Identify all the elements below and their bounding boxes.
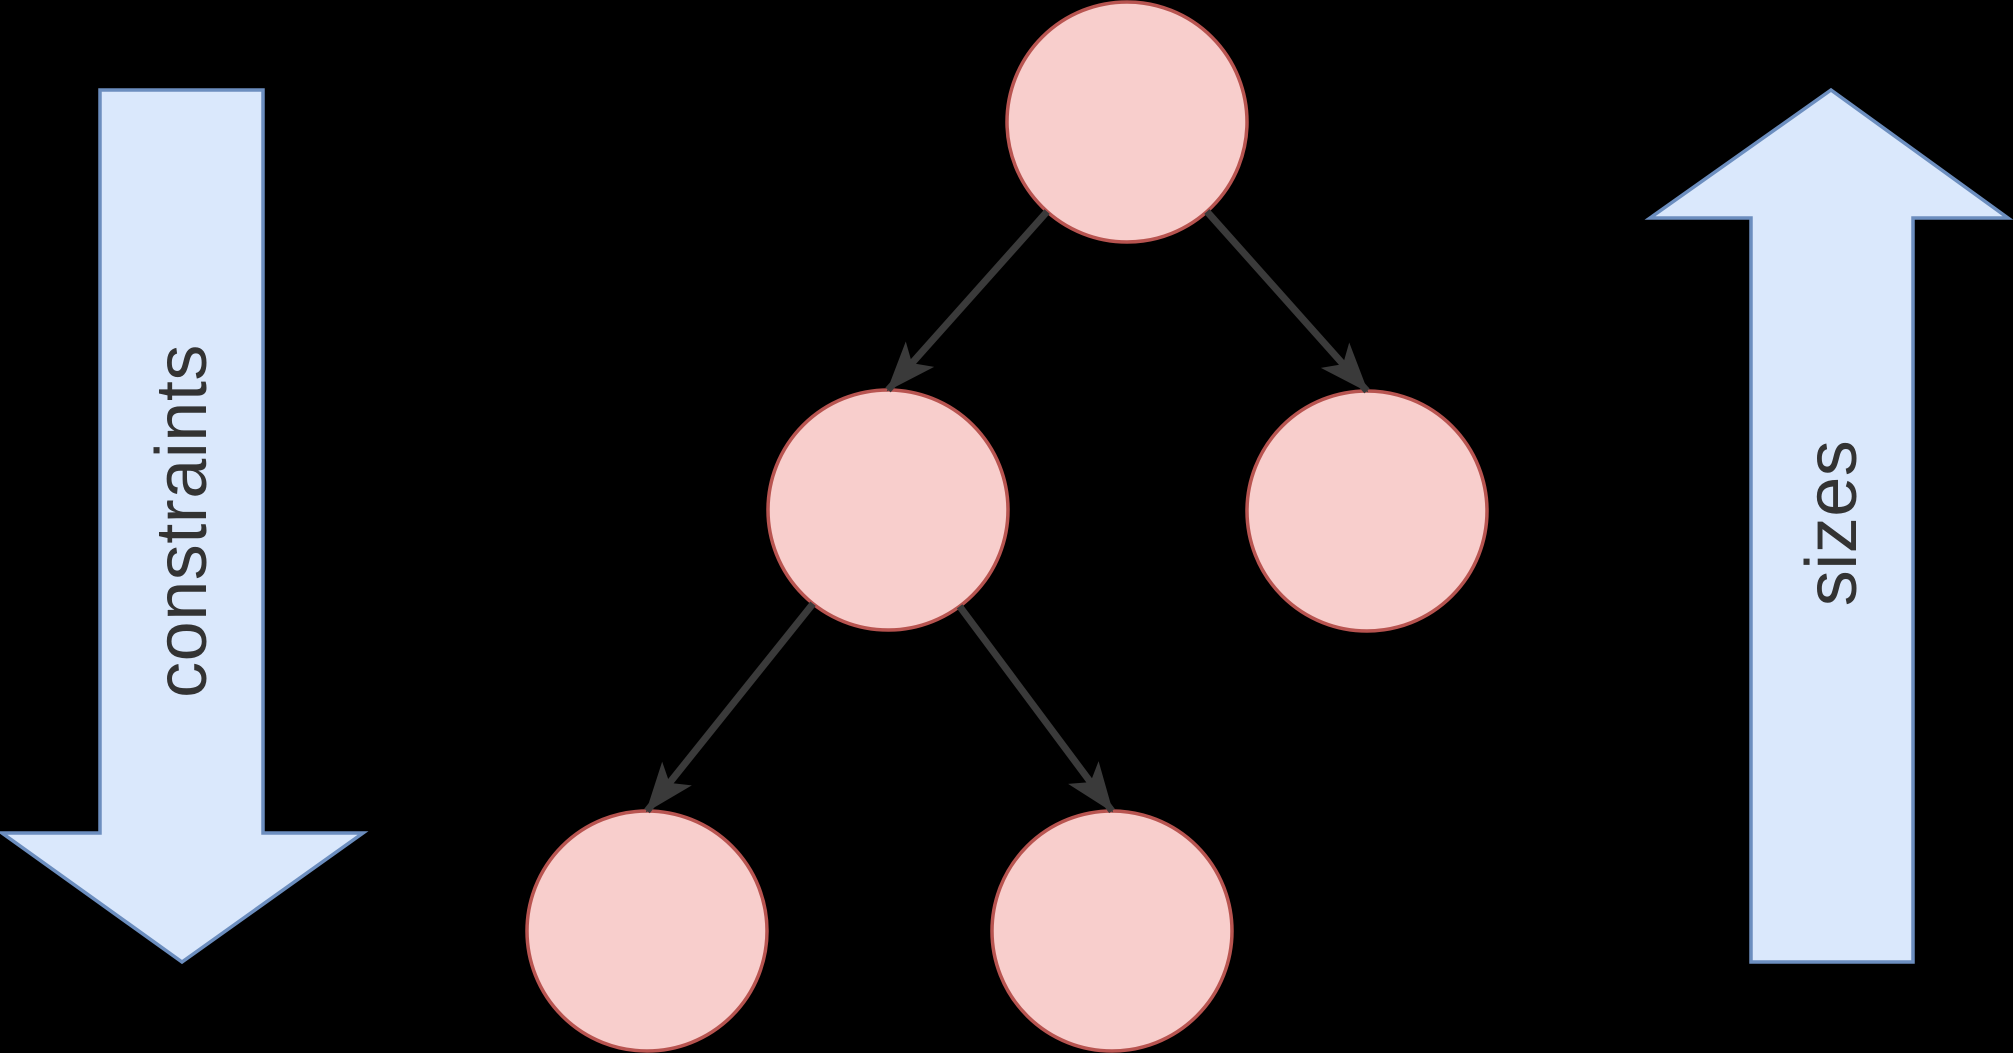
tree-node-child-right xyxy=(1245,389,1489,633)
constraints-label: constraints xyxy=(142,344,222,698)
tree-node-child-left xyxy=(766,388,1010,632)
edge-root-to-child-left xyxy=(885,209,1050,393)
binary-tree xyxy=(525,0,1489,1053)
constraints-down-arrow xyxy=(0,88,369,965)
edge-root-to-child-right xyxy=(1204,209,1370,394)
tree-node-grandchild-right xyxy=(990,809,1234,1053)
sizes-up-arrow xyxy=(1644,87,2013,964)
tree-node-grandchild-left xyxy=(525,809,769,1053)
edge-child-left-to-grandchild-right xyxy=(956,604,1115,814)
tree-node-root xyxy=(1005,0,1249,244)
edge-child-left-to-grandchild-left xyxy=(644,601,816,814)
sizes-label: sizes xyxy=(1792,439,1872,607)
